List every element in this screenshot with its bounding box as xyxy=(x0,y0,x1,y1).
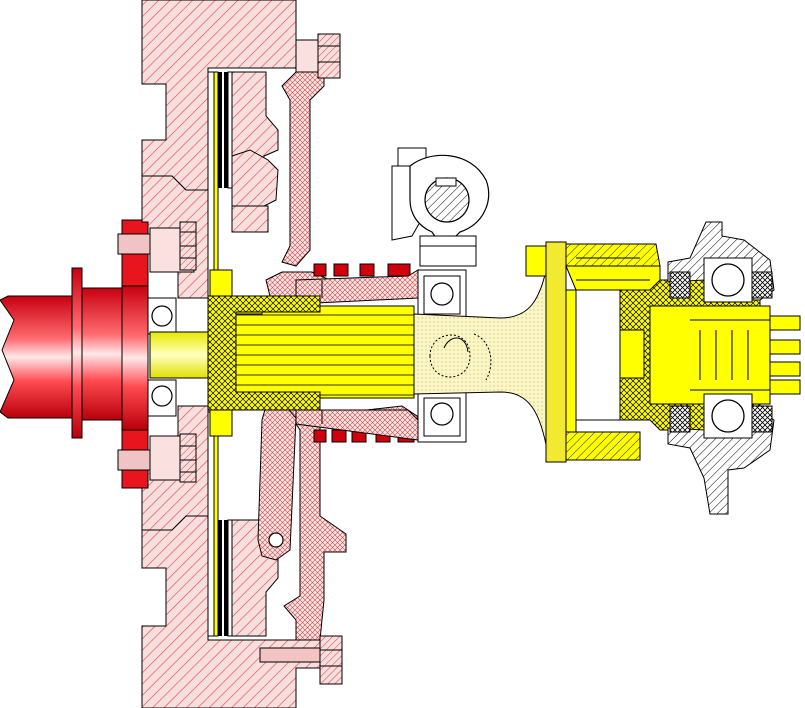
output-bearing-upper xyxy=(703,257,753,303)
input-shaft xyxy=(149,299,415,405)
pressure-plate-upper xyxy=(231,71,279,233)
flywheel-bolt-lower xyxy=(117,433,197,483)
output-bearing-lower xyxy=(703,393,753,439)
crankshaft xyxy=(0,267,123,439)
pilot-bearing-upper xyxy=(147,297,177,335)
flywheel-bolt-upper xyxy=(117,221,197,273)
friction-disc-upper xyxy=(207,71,233,297)
spring-set-upper xyxy=(313,263,411,277)
release-bearing-carrier xyxy=(295,269,419,441)
clutch-cover-upper xyxy=(265,33,381,301)
output-flange xyxy=(525,241,661,463)
friction-disc-lower xyxy=(207,411,233,637)
flywheel-ring xyxy=(121,219,149,489)
clutch-hub xyxy=(207,269,321,437)
output-spline-shaft xyxy=(649,305,801,405)
release-lever xyxy=(257,401,297,561)
pilot-bearing-lower xyxy=(147,379,177,417)
shaft-outline-lines xyxy=(321,280,620,424)
release-fork xyxy=(391,147,490,267)
release-bearing-lower xyxy=(417,391,467,443)
release-bearing-upper xyxy=(417,269,467,321)
